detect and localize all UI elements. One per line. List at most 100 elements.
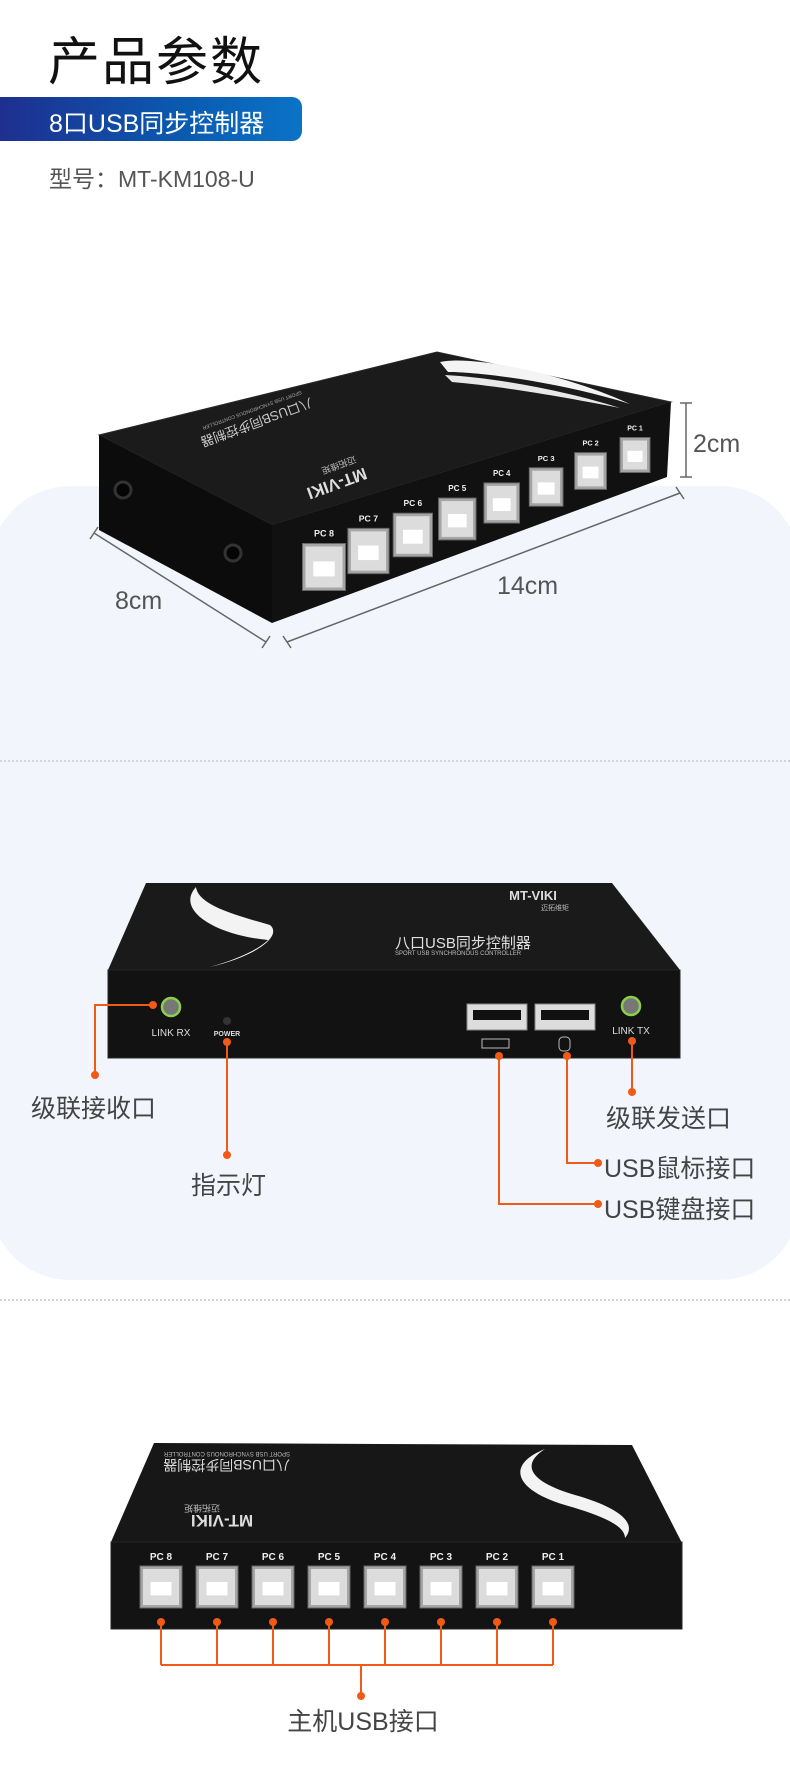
device-rear-view: 八口USB同步控制器 SPORT USB SYNCHRONOUS CONTROL…: [110, 1443, 683, 1736]
device-brand: MT-VIKI: [509, 888, 557, 903]
device-name: 八口USB同步控制器: [395, 935, 531, 952]
usb-b-port: PC 6: [251, 1552, 295, 1609]
device-name-en: SPORT USB SYNCHRONOUS CONTROLLER: [395, 951, 522, 957]
port-label: PC 7: [359, 513, 379, 523]
usb-keyboard-port: [466, 1003, 528, 1031]
port-label: PC 1: [627, 426, 643, 433]
callout-dot: [357, 1692, 365, 1700]
section-divider: [0, 1299, 790, 1301]
device-name: 八口USB同步控制器: [163, 1457, 290, 1473]
port-label: PC 2: [582, 439, 598, 448]
product-name-banner: 8口USB同步控制器: [0, 97, 302, 141]
usb-b-port: PC 4: [483, 469, 520, 524]
usb-b-port: PC 2: [475, 1552, 519, 1609]
callout-dot: [269, 1618, 277, 1626]
port-tongue: [582, 466, 599, 479]
callout-cascade-in: 级联接收口: [31, 1095, 157, 1123]
device-name-en: SPORT USB SYNCHRONOUS CONTROLLER: [163, 1450, 290, 1456]
callout-usb-keyboard: USB键盘接口: [604, 1196, 756, 1224]
port-label: PC 4: [374, 1552, 397, 1563]
callout-dot: [157, 1618, 165, 1626]
callout-dot: [325, 1618, 333, 1626]
port-label: PC 4: [493, 469, 511, 478]
page-title: 产品参数: [48, 34, 265, 92]
callout-dot: [549, 1618, 557, 1626]
callout-dot: [437, 1618, 445, 1626]
power-led-icon: [223, 1017, 231, 1025]
port-tongue: [486, 1581, 508, 1596]
callout-indicator: 指示灯: [191, 1172, 267, 1200]
port-label: PC 7: [206, 1552, 229, 1563]
callout-dots: [91, 1001, 636, 1208]
device-top-face: [111, 1443, 682, 1543]
usb-b-port: PC 7: [195, 1552, 239, 1609]
port-label: PC 8: [150, 1552, 173, 1563]
port-tongue: [403, 529, 423, 544]
dimension-width: 8cm: [115, 587, 162, 615]
port-tongue: [318, 1581, 340, 1596]
dimension-height: 2cm: [693, 430, 740, 458]
port-label: PC 1: [542, 1552, 565, 1563]
keyboard-icon: [481, 1038, 510, 1049]
link-tx-jack-icon: [620, 995, 642, 1017]
usb-b-port: PC 5: [307, 1552, 351, 1609]
usb-mouse-port: [534, 1003, 596, 1031]
brand-swoosh-icon: [440, 360, 630, 404]
brand-swoosh-icon: [445, 375, 620, 408]
brand-swoosh-icon: [190, 887, 274, 967]
port-label: PC 5: [318, 1552, 341, 1563]
callout-dot: [381, 1618, 389, 1626]
callout-lines: [94, 1004, 633, 1205]
port-tongue: [430, 1581, 452, 1596]
callout-usb-mouse: USB鼠标接口: [604, 1155, 756, 1183]
usb-b-port: PC 5: [438, 484, 477, 541]
usb-b-port: PC 8: [139, 1552, 183, 1609]
port-tongue: [358, 545, 379, 561]
device-front-view: MT-VIKI 迈拓维矩 八口USB同步控制器 SPORT USB SYNCHR…: [91, 883, 681, 1208]
model-label: 型号：: [49, 166, 118, 192]
callout-host-usb: 主机USB接口: [287, 1708, 438, 1736]
port-label: PC 6: [262, 1552, 285, 1563]
callout-dot: [213, 1618, 221, 1626]
port-tongue: [262, 1581, 284, 1596]
model-line: 型号：MT-KM108-U: [49, 160, 255, 194]
usb-b-port: PC 3: [528, 454, 564, 507]
port-label: PC 8: [314, 529, 334, 539]
port-label: PC 2: [486, 1552, 509, 1563]
port-tongue: [542, 1581, 564, 1596]
usb-b-port: PC 7: [347, 513, 390, 575]
model-value: MT-KM108-U: [118, 166, 255, 192]
usb-b-port: PC 4: [363, 1552, 407, 1609]
port-tongue: [313, 561, 335, 577]
usb-b-port: PC 6: [392, 498, 434, 558]
link-rx-label: LINK RX: [152, 1028, 191, 1039]
port-tongue: [627, 450, 643, 462]
brand-swoosh-icon: [520, 1449, 629, 1538]
port-tongue: [150, 1581, 172, 1596]
device-brand-cn: 迈拓维矩: [541, 903, 569, 912]
usb-b-port: PC 3: [419, 1552, 463, 1609]
port-label: PC 5: [448, 484, 467, 493]
device-side-face: [99, 435, 272, 623]
usb-b-port: PC 1: [619, 426, 651, 473]
port-tongue: [206, 1581, 228, 1596]
cascade-jack-icon: [113, 480, 133, 500]
usb-b-port: PC 1: [531, 1552, 575, 1609]
power-label: POWER: [214, 1031, 240, 1038]
port-tongue: [447, 513, 467, 528]
mouse-icon: [558, 1036, 571, 1052]
cascade-jack-icon: [223, 543, 243, 563]
device-top-face: [108, 883, 680, 970]
link-rx-jack-icon: [160, 996, 182, 1018]
usb-b-port: PC 8: [302, 529, 346, 591]
callout-dot: [493, 1618, 501, 1626]
port-tongue: [537, 482, 555, 495]
device-brand-cn: 迈拓维矩: [184, 1503, 220, 1514]
port-label: PC 3: [430, 1552, 453, 1563]
dimension-lines: [89, 402, 692, 649]
port-label: PC 3: [538, 454, 555, 463]
link-tx-label: LINK TX: [612, 1026, 650, 1037]
port-label: PC 6: [404, 498, 423, 508]
